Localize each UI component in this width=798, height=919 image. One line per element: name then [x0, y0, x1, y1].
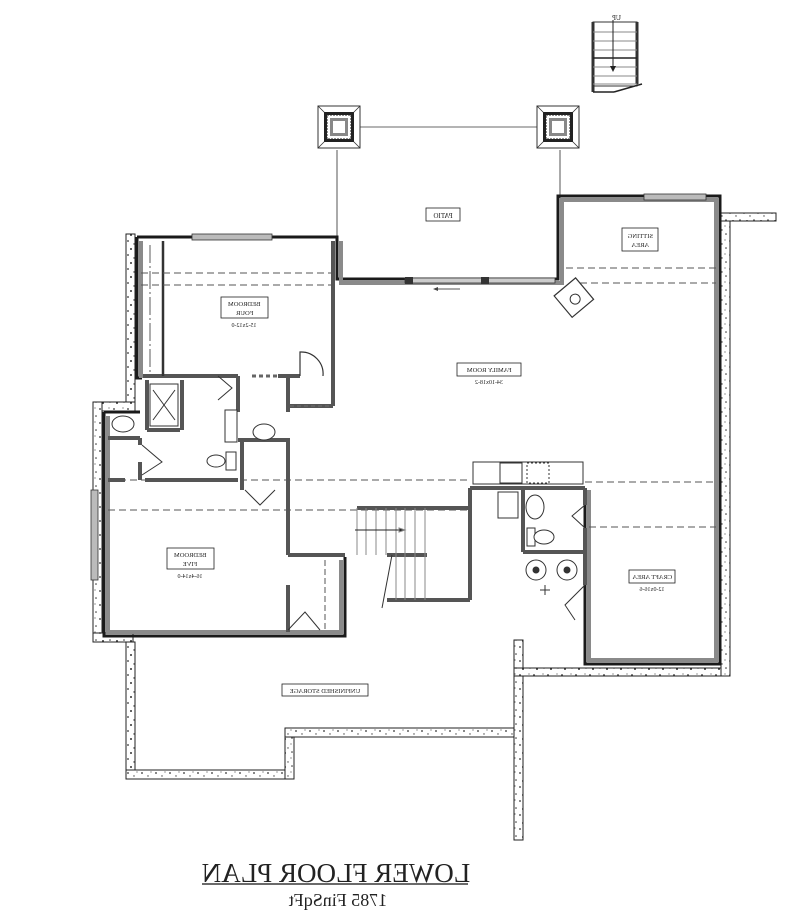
- svg-text:CRAFT AREA: CRAFT AREA: [632, 574, 672, 581]
- fireplace-icon: [553, 277, 595, 319]
- column-left-icon: [317, 105, 361, 149]
- svg-text:BEDROOM: BEDROOM: [228, 301, 261, 308]
- toilet-icon: [533, 529, 555, 545]
- room-labels: PATIO SITTING AREA BEDROOM FOUR 15-2x12-…: [166, 207, 676, 697]
- sink-icon: [111, 415, 135, 433]
- bath-fixtures-left: [111, 375, 321, 631]
- fridge-icon: [497, 491, 519, 519]
- plan-subtitle: 1785 FinSqFt: [289, 890, 388, 910]
- craft-area-label: CRAFT AREA 12-0x16-6: [628, 569, 676, 593]
- vanity-icon: [224, 409, 238, 443]
- bedroom-four-label: BEDROOM FOUR 15-2x12-0: [220, 296, 269, 329]
- sink-icon: [252, 423, 276, 441]
- kitchen-sink-icon: [499, 462, 523, 484]
- toilet-tank-icon: [225, 451, 237, 471]
- lower-stair: [355, 508, 426, 609]
- svg-text:UNFINISHED STORAGE: UNFINISHED STORAGE: [290, 688, 361, 695]
- sitting-area-label: SITTING AREA: [621, 227, 659, 252]
- svg-text:AREA: AREA: [631, 242, 649, 249]
- svg-text:15-2x12-0: 15-2x12-0: [232, 323, 257, 329]
- windows: [90, 193, 707, 581]
- stair-arrow-icon: [610, 66, 616, 72]
- sliding-patio-door: [404, 277, 556, 291]
- patio-columns: [317, 105, 580, 278]
- sink-icon: [525, 494, 545, 520]
- svg-text:FIVE: FIVE: [183, 561, 197, 568]
- plan-title: LOWER FLOOR PLAN: [202, 858, 471, 888]
- foundation-walls: [92, 212, 777, 841]
- svg-text:PATIO: PATIO: [433, 212, 452, 220]
- svg-text:34-10x18-2: 34-10x18-2: [475, 380, 503, 386]
- upper-stair: UP: [591, 14, 643, 93]
- title-block: LOWER FLOOR PLAN 1785 FinSqFt: [202, 858, 471, 910]
- patio-label: PATIO: [425, 207, 461, 222]
- bedroom-five-label: BEDROOM FIVE 16-4x14-0: [166, 547, 215, 580]
- svg-text:FAMILY ROOM: FAMILY ROOM: [467, 367, 512, 374]
- svg-text:16-4x14-0: 16-4x14-0: [178, 574, 203, 580]
- bath-fixtures-right: [472, 461, 586, 621]
- svg-text:12-0x16-6: 12-0x16-6: [640, 587, 665, 593]
- column-right-icon: [536, 105, 580, 149]
- svg-text:BEDROOM: BEDROOM: [174, 552, 207, 559]
- family-room-label: FAMILY ROOM 34-10x18-2: [456, 362, 522, 386]
- unfinished-storage-label: UNFINISHED STORAGE: [281, 683, 369, 697]
- toilet-icon: [206, 454, 226, 468]
- interior-walls: [102, 194, 722, 666]
- ceiling-lines: [108, 267, 716, 528]
- svg-text:SITTING: SITTING: [627, 233, 653, 240]
- svg-text:FOUR: FOUR: [235, 310, 253, 317]
- stair-up-label: UP: [612, 14, 621, 22]
- bedroom-four-closet: [149, 241, 330, 407]
